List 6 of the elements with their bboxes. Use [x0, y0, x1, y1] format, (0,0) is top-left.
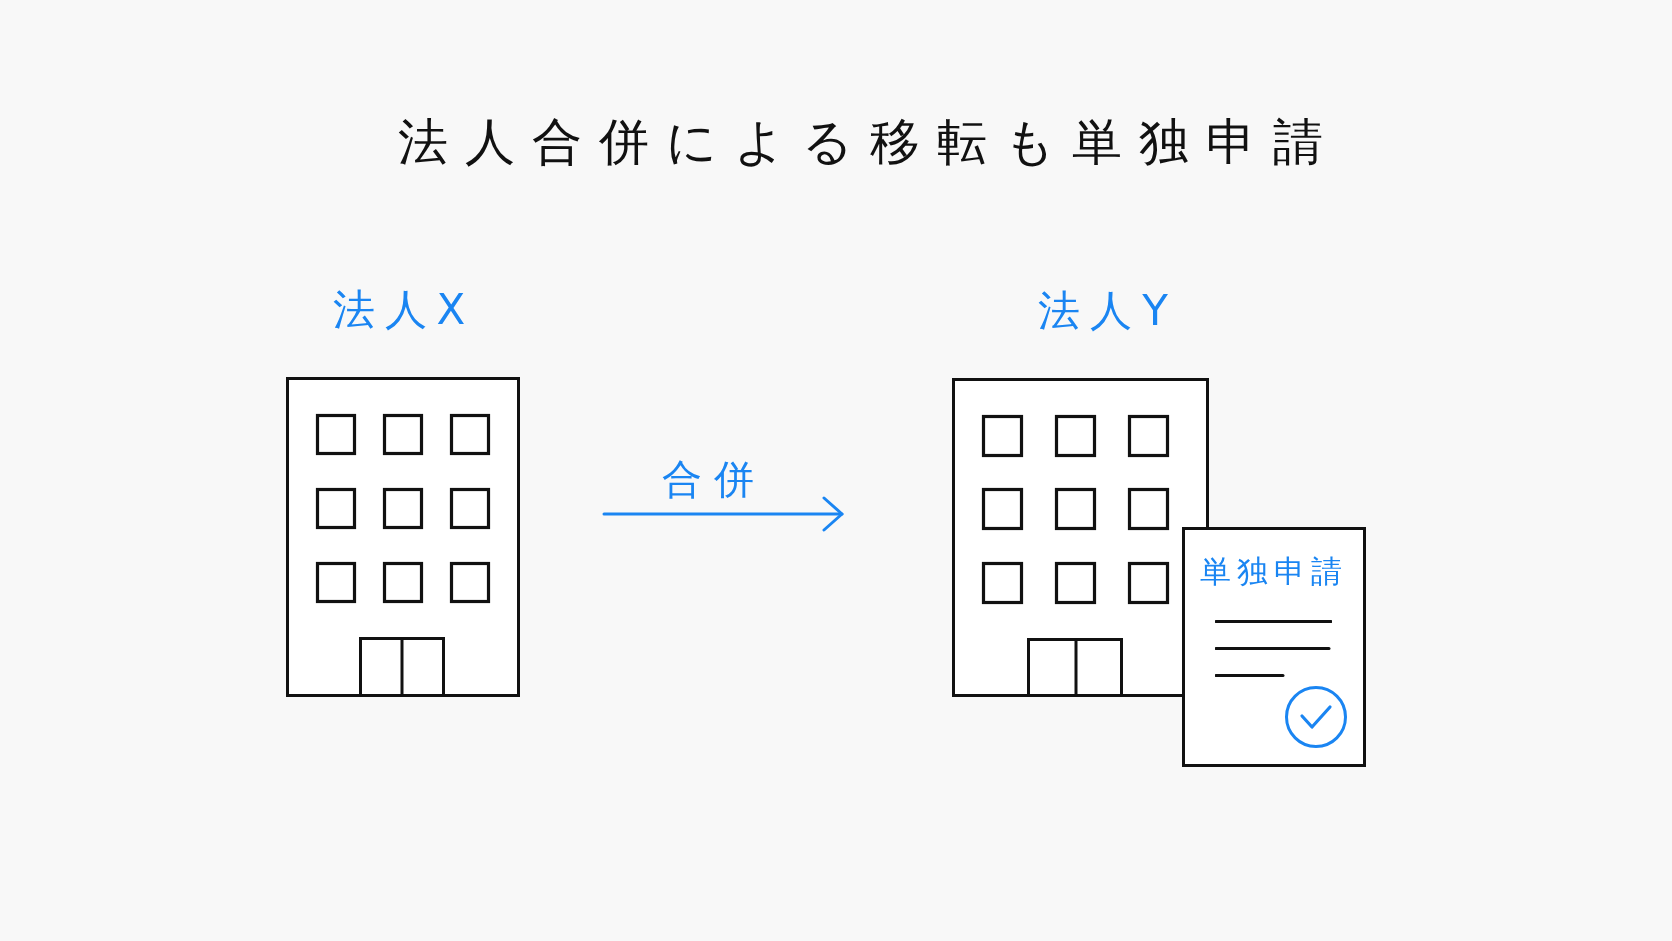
document-heading: 単独申請	[1200, 554, 1348, 590]
document	[1182, 527, 1366, 767]
arrow	[602, 496, 844, 532]
node-heading: 法人Y	[1038, 287, 1178, 336]
title: 法人合併による移転も単独申請	[398, 114, 1340, 172]
node-heading: 法人X	[332, 286, 476, 335]
